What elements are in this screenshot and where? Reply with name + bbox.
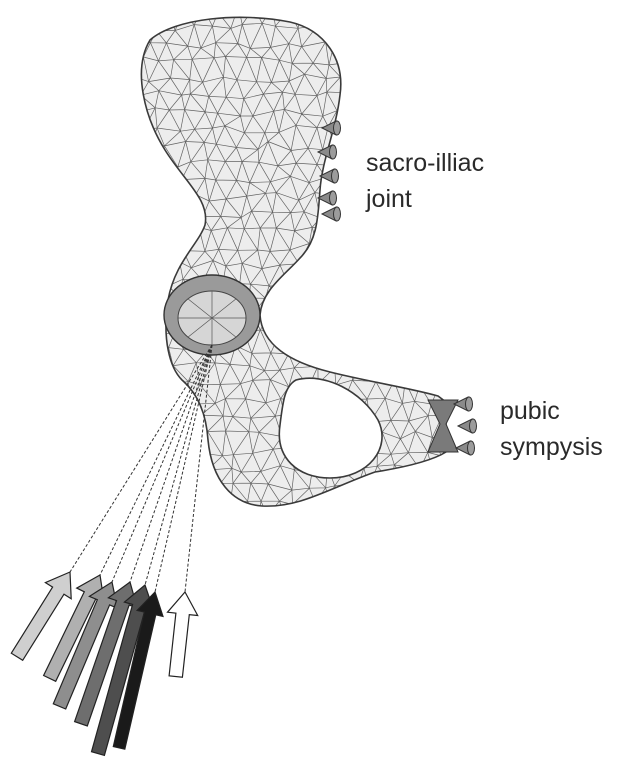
sacro-iliac-constraint-cap bbox=[332, 169, 339, 183]
hip-bone-mesh bbox=[131, 6, 470, 524]
muscle-line bbox=[130, 345, 212, 582]
pubic-constraint-cap bbox=[466, 397, 473, 411]
sacro-iliac-constraint-cap bbox=[334, 121, 341, 135]
sacro-iliac-constraint-cap bbox=[330, 191, 337, 205]
muscle-line bbox=[70, 345, 212, 572]
pubic-symphysis-label-line2: sympysis bbox=[500, 432, 603, 462]
force-arrow bbox=[168, 592, 198, 677]
force-arrows bbox=[11, 572, 197, 755]
pubic-symphysis-label-line1: pubic bbox=[500, 396, 560, 426]
acetabulum bbox=[164, 275, 260, 355]
pubic-constraint-cap bbox=[470, 419, 477, 433]
sacro-iliac-constraint-cap bbox=[334, 207, 341, 221]
muscle-line bbox=[100, 345, 212, 575]
sacro-iliac-label-line1: sacro-illiac bbox=[366, 148, 484, 178]
muscle-line bbox=[145, 345, 212, 585]
pubic-constraint-cap bbox=[468, 441, 475, 455]
sacro-iliac-label-line2: joint bbox=[366, 184, 412, 214]
sacro-iliac-constraint-cap bbox=[330, 145, 337, 159]
